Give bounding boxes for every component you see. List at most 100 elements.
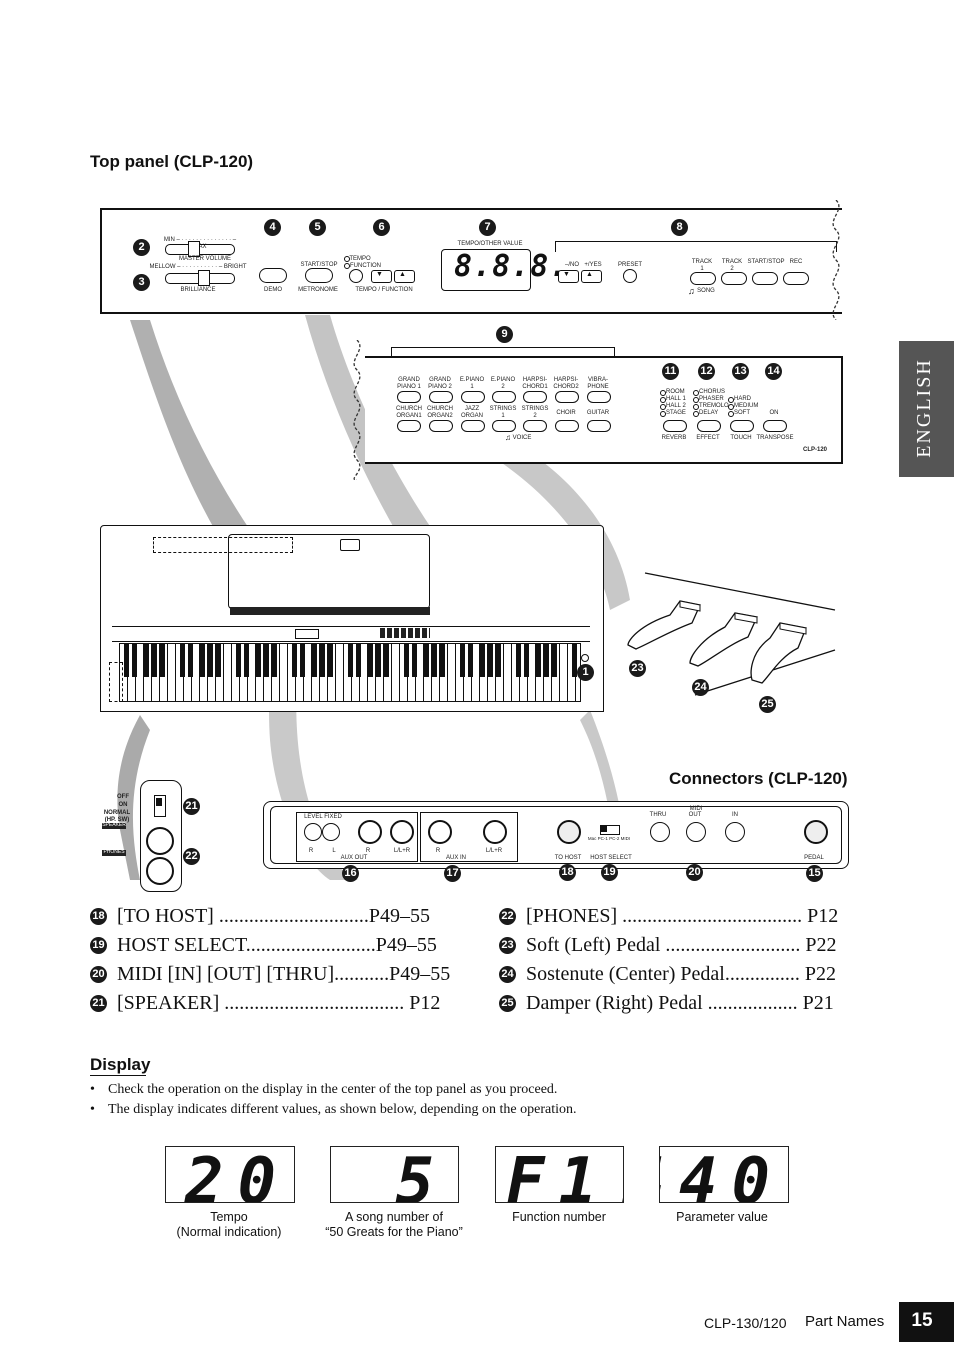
piano-black-keys [120, 643, 578, 677]
voice-button-top-6[interactable] [555, 391, 579, 403]
ref-text-21: [SPEAKER] ..............................… [117, 992, 441, 1014]
reverb-label: REVERB [661, 435, 687, 441]
callout-4: 4 [264, 219, 281, 236]
level-fixed-label: LEVEL FIXED [304, 814, 342, 820]
aux-out-rca-l[interactable] [322, 823, 340, 841]
aux-in-r-label: R [435, 848, 441, 854]
aux-out-jack-l[interactable] [390, 820, 414, 844]
top-panel-diagram [100, 208, 842, 314]
aux-out-jack-r[interactable] [358, 820, 382, 844]
down-arrow-icon: ▼ [376, 271, 383, 278]
piano-knob [581, 654, 589, 662]
transpose-button[interactable] [763, 420, 787, 432]
touch-led-hard [728, 397, 734, 403]
voice-label-top-7: VIBRA-PHONE [587, 377, 609, 390]
master-volume-slider[interactable] [165, 244, 235, 255]
ref-number-23: 23 [499, 937, 516, 954]
phones-jack-1[interactable] [146, 827, 174, 855]
ref-item-to-host: 18 [TO HOST] ...........................… [90, 905, 430, 928]
track2-button[interactable] [721, 272, 747, 285]
demo-button[interactable] [259, 268, 287, 283]
yes-button[interactable] [581, 270, 602, 283]
effect-opt-delay: DELAY [699, 410, 719, 416]
reverb-opt-hall1: HALL 1 [666, 396, 686, 402]
display-example-tempo: 120 [165, 1146, 295, 1203]
voice-button-bottom-6[interactable] [555, 420, 579, 432]
voice-button-top-2[interactable] [429, 391, 453, 403]
ref-number-20: 20 [90, 966, 107, 983]
voice-button-bottom-7[interactable] [587, 420, 611, 432]
aux-out-l-label: L [332, 848, 336, 854]
bullet-text-1: Check the operation on the display in th… [108, 1082, 558, 1097]
metronome-start-stop-button[interactable] [305, 268, 333, 283]
voice-label-top-4: E.PIANO 2 [490, 377, 516, 390]
ref-number-21: 21 [90, 995, 107, 1012]
voice-button-bottom-5[interactable] [523, 420, 547, 432]
effect-button[interactable] [697, 420, 721, 432]
master-volume-knob[interactable] [188, 241, 200, 257]
callout-19: 19 [601, 864, 618, 881]
reverb-button[interactable] [663, 420, 687, 432]
midi-in-label: IN [732, 812, 738, 818]
ref-text-20: MIDI [IN] [OUT] [THRU]...........P49–55 [117, 963, 451, 985]
aux-in-jack-l[interactable] [483, 820, 507, 844]
reverb-opt-room: ROOM [666, 389, 685, 395]
track1-button[interactable] [690, 272, 716, 285]
midi-in-port[interactable] [725, 822, 745, 842]
speaker-normal-label: NORMAL (HP. SW) [103, 810, 131, 823]
aux-in-jack-r[interactable] [428, 820, 452, 844]
display-caption-tempo: Tempo (Normal indication) [155, 1210, 303, 1240]
brilliance-knob[interactable] [198, 270, 210, 286]
voice-button-bottom-3[interactable] [461, 420, 485, 432]
speaker-switch[interactable] [154, 795, 166, 817]
reverb-led-hall1 [660, 397, 666, 403]
voice-button-bottom-2[interactable] [429, 420, 453, 432]
song-start-stop-button[interactable] [752, 272, 778, 285]
callout-8: 8 [671, 219, 688, 236]
voice-button-top-7[interactable] [587, 391, 611, 403]
tempo-function-select-button[interactable] [349, 269, 363, 283]
ref-item-sostenute-pedal: 24 Sostenute (Center) Pedal.............… [499, 963, 836, 986]
display-value-function: F1. [506, 1146, 623, 1203]
display-caption-song-1: A song number of [345, 1210, 443, 1224]
touch-button[interactable] [730, 420, 754, 432]
voice-button-top-4[interactable] [492, 391, 516, 403]
callout-24: 24 [692, 679, 709, 696]
effect-led-delay [693, 411, 699, 417]
transpose-label: TRANSPOSE [756, 435, 794, 441]
wavy-edge-top [832, 200, 840, 320]
ref-text-18: [TO HOST] ..............................… [117, 905, 430, 927]
voice-label-top-1: GRAND PIANO 1 [397, 377, 421, 390]
effect-led-phaser [693, 397, 699, 403]
rec-button[interactable] [783, 272, 809, 285]
music-note-icon: ♫ [688, 286, 695, 296]
piano-mini-buttons [380, 628, 430, 638]
preset-button[interactable] [623, 269, 637, 283]
tempo-up-button[interactable] [394, 270, 415, 283]
callout-20: 20 [686, 864, 703, 881]
callout-7: 7 [479, 219, 496, 236]
display-example-song: 5 [330, 1146, 459, 1203]
tempo-other-value-label: TEMPO/OTHER VALUE [457, 241, 523, 247]
voice-button-bottom-4[interactable] [492, 420, 516, 432]
voice-button-top-3[interactable] [461, 391, 485, 403]
phones-label: PHONES [103, 849, 125, 855]
pedal-port[interactable] [804, 820, 828, 844]
tempo-down-button[interactable] [371, 270, 392, 283]
touch-opt-hard: HARD [734, 396, 752, 402]
up-arrow-icon: ▲ [399, 271, 406, 278]
callout-18: 18 [559, 864, 576, 881]
voice-button-top-5[interactable] [523, 391, 547, 403]
transpose-on-label: ON [769, 410, 779, 416]
midi-thru-port[interactable] [650, 822, 670, 842]
midi-out-port[interactable] [686, 822, 706, 842]
phones-jack-2[interactable] [146, 857, 174, 885]
callout-12: 12 [698, 363, 715, 380]
voice-button-top-1[interactable] [397, 391, 421, 403]
voice-button-bottom-1[interactable] [397, 420, 421, 432]
top-panel-heading: Top panel (CLP-120) [90, 152, 254, 171]
no-button[interactable] [558, 270, 579, 283]
to-host-port[interactable] [557, 820, 581, 844]
host-select-switch[interactable] [600, 825, 620, 835]
aux-out-rca-r[interactable] [304, 823, 322, 841]
